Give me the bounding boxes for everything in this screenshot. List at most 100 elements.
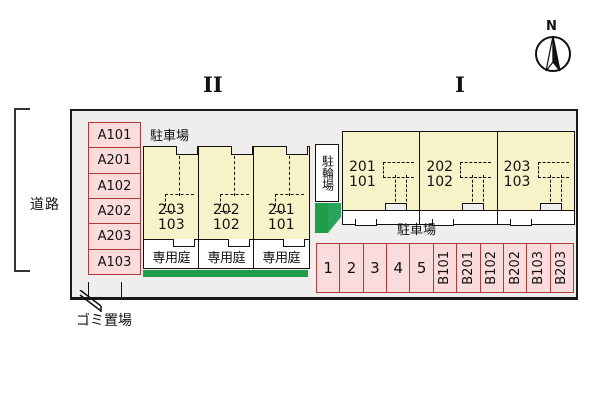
parking-cell-label: B203 [554, 251, 570, 285]
parking-cell-label: B201 [460, 251, 476, 285]
parking-cell-4[interactable]: 4 [387, 244, 411, 292]
parking-cell-b103[interactable]: B103 [527, 244, 551, 292]
parking-cell-1[interactable]: 1 [317, 244, 341, 292]
private-garden-label: 専用庭 [262, 251, 300, 266]
entrance-notch [231, 145, 253, 155]
road-bracket [14, 108, 30, 272]
interior-dashed-line [179, 156, 193, 196]
interior-dashed-line [289, 156, 303, 196]
parking-cell-label: B202 [507, 251, 523, 285]
trash-leader-line [79, 290, 102, 312]
unit-number: 202 102 [426, 160, 453, 190]
entrance-notch [286, 145, 308, 155]
garden-notch [283, 238, 305, 247]
entrance-notch [176, 145, 198, 155]
entrance-notch [462, 202, 485, 212]
walkway-notch [355, 218, 377, 226]
parking-cell-a202[interactable]: A202 [88, 197, 141, 225]
unit-202-102[interactable]: 202 102 [419, 131, 499, 212]
parking-cell-label: 3 [370, 259, 380, 277]
parking-cell-a103[interactable]: A103 [88, 248, 141, 276]
unit-number-upper: 202 [426, 159, 454, 175]
parking-cell-a203[interactable]: A203 [88, 223, 141, 251]
interior-dashed-line [537, 162, 569, 178]
site-plan-frame: A101 A201 A102 A202 A203 A103 駐車場 203 10… [70, 109, 578, 299]
unit-number: 203 103 [504, 160, 531, 190]
trash-area-label: ゴミ置場 [76, 313, 132, 329]
parking-cell-label: 4 [393, 259, 404, 277]
parking-cell-b201[interactable]: B201 [457, 244, 481, 292]
compass: N [532, 19, 574, 74]
private-garden-label: 専用庭 [207, 251, 245, 266]
green-wedge-shape [315, 203, 341, 233]
road-label: 道路 [30, 197, 60, 213]
building-one: 201 101 202 102 203 103 [342, 131, 576, 231]
unit-number-upper: 201 [349, 159, 376, 175]
unit-number-lower: 103 [503, 174, 531, 190]
parking-cell-b203[interactable]: B203 [551, 244, 573, 292]
walkway-segment [496, 210, 576, 226]
building-one-units: 201 101 202 102 203 103 [342, 131, 576, 212]
entrance-notch [385, 202, 407, 212]
interior-dashed-line [460, 162, 492, 178]
trash-area-box [88, 282, 122, 298]
unit-201-101[interactable]: 201 101 [253, 145, 310, 240]
unit-number: 203 103 [144, 203, 199, 233]
unit-203-103[interactable]: 203 103 [496, 131, 576, 212]
a-parking-column: A101 A201 A102 A202 A203 A103 [88, 122, 141, 276]
parking-cell-b202[interactable]: B202 [504, 244, 528, 292]
interior-dashed-line [165, 194, 194, 206]
unit-number: 201 101 [254, 203, 309, 233]
compass-north-label: N [546, 19, 557, 34]
unit-number-upper: 203 [157, 202, 185, 218]
garden-notch [228, 238, 250, 247]
unit-number: 201 101 [349, 160, 376, 190]
unit-number-upper: 202 [212, 202, 240, 218]
private-garden-label: 専用庭 [152, 251, 190, 266]
walkway-notch [509, 218, 532, 226]
unit-number-upper: 201 [267, 202, 295, 218]
unit-203-103[interactable]: 203 103 [143, 145, 200, 240]
unit-number-lower: 103 [157, 217, 185, 233]
interior-dashed-line [549, 175, 562, 211]
private-garden: 専用庭 [253, 238, 310, 269]
parking-cell-b102[interactable]: B102 [481, 244, 504, 292]
interior-dashed-line [395, 175, 407, 211]
parking-cell-b101[interactable]: B101 [434, 244, 458, 292]
compass-north-icon [535, 35, 571, 72]
private-garden: 専用庭 [198, 238, 255, 269]
building-label-2: II [203, 72, 223, 97]
b-parking-row: 1 2 3 4 5 B101 B201 B102 B202 B103 B203 [316, 243, 574, 293]
unit-number-lower: 102 [212, 217, 240, 233]
parking-area-label-left: 駐車場 [150, 129, 190, 144]
private-garden: 専用庭 [143, 238, 200, 269]
interior-dashed-line [383, 162, 414, 178]
parking-cell-a102[interactable]: A102 [88, 172, 141, 200]
parking-cell-5[interactable]: 5 [410, 244, 434, 292]
bicycle-parking-box[interactable]: 駐輪場 [315, 144, 339, 202]
parking-area-label-right: 駐車場 [397, 223, 437, 238]
unit-number: 202 102 [199, 203, 254, 233]
building-one-walkway [342, 210, 576, 226]
walkway-notch [432, 218, 455, 226]
unit-number-lower: 101 [267, 217, 295, 233]
unit-number-upper: 203 [503, 159, 531, 175]
parking-cell-label: B102 [484, 251, 500, 285]
site-bottom-edge [70, 298, 578, 300]
building-two: 203 103 202 102 201 [143, 145, 310, 277]
parking-cell-label: 5 [416, 259, 427, 277]
private-garden-row: 専用庭 専用庭 専用庭 [143, 238, 310, 269]
parking-cell-a201[interactable]: A201 [88, 147, 141, 175]
parking-cell-a101[interactable]: A101 [88, 122, 141, 149]
parking-cell-2[interactable]: 2 [340, 244, 364, 292]
interior-dashed-line [275, 194, 304, 206]
unit-202-102[interactable]: 202 102 [198, 145, 255, 240]
building-two-units: 203 103 202 102 201 [143, 145, 310, 240]
parking-cell-label: 2 [346, 259, 357, 277]
interior-dashed-line [220, 203, 231, 212]
interior-dashed-line [220, 194, 249, 206]
parking-cell-label: B103 [530, 251, 546, 285]
parking-cell-3[interactable]: 3 [364, 244, 388, 292]
entrance-notch [539, 202, 562, 212]
unit-201-101[interactable]: 201 101 [342, 131, 421, 212]
